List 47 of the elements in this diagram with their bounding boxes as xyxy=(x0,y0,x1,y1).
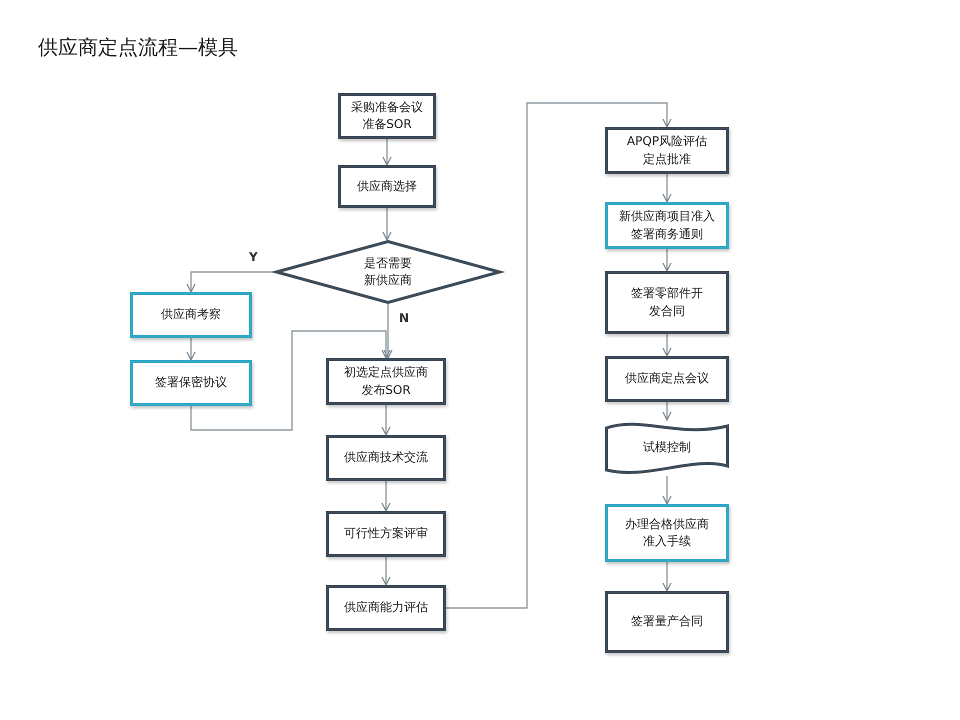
box-label: 供应商选择 xyxy=(356,178,418,195)
process-box xyxy=(338,93,436,139)
process-box xyxy=(326,358,446,405)
process-box xyxy=(605,271,729,334)
arrow xyxy=(662,562,672,592)
box-label: 初选定点供应商发布SOR xyxy=(343,364,429,398)
process-box xyxy=(338,165,436,208)
box-label: APQP风险评估定点批准 xyxy=(626,133,708,168)
box-label: 采购准备会议准备SOR xyxy=(350,98,424,133)
box-label: 供应商技术交流 xyxy=(343,449,429,466)
arrow xyxy=(662,476,672,505)
process-box xyxy=(605,504,729,562)
box-label: 供应商定点会议 xyxy=(624,370,710,388)
arrow xyxy=(381,481,391,512)
box-label: 试模控制 xyxy=(642,439,692,456)
arrow xyxy=(662,402,672,421)
box-label: 可行性方案评审 xyxy=(343,525,429,542)
diagram-title: 供应商定点流程—模具 xyxy=(38,34,238,61)
process-box xyxy=(605,127,729,174)
arrow xyxy=(186,338,196,361)
box-label: 办理合格供应商准入手续 xyxy=(624,516,710,550)
arrow xyxy=(382,139,392,166)
process-box xyxy=(326,585,446,631)
arrow xyxy=(190,330,391,431)
box-label: 签署量产合同 xyxy=(630,613,704,630)
edge-label: Y xyxy=(247,250,260,264)
box-label: 新供应商项目准入签署商务通则 xyxy=(618,208,716,242)
arrow xyxy=(662,249,672,272)
box-label: 供应商考察 xyxy=(160,306,222,324)
process-box xyxy=(130,360,252,406)
arrow xyxy=(381,405,391,436)
arrow xyxy=(662,334,672,357)
arrow xyxy=(662,174,672,203)
arrow xyxy=(446,102,672,609)
arrow xyxy=(382,208,392,241)
process-box xyxy=(605,591,729,653)
arrow xyxy=(381,557,391,586)
process-box xyxy=(605,202,729,249)
box-label: 签署保密协议 xyxy=(154,374,228,392)
box-label: 供应商能力评估 xyxy=(343,599,429,616)
process-box xyxy=(326,511,446,557)
box-label: 是否需要新供应商 xyxy=(363,254,413,289)
process-box xyxy=(130,292,252,338)
process-box xyxy=(605,356,729,402)
arrow xyxy=(383,304,393,359)
process-box xyxy=(326,435,446,481)
box-label: 签署零部件开发合同 xyxy=(630,285,704,320)
